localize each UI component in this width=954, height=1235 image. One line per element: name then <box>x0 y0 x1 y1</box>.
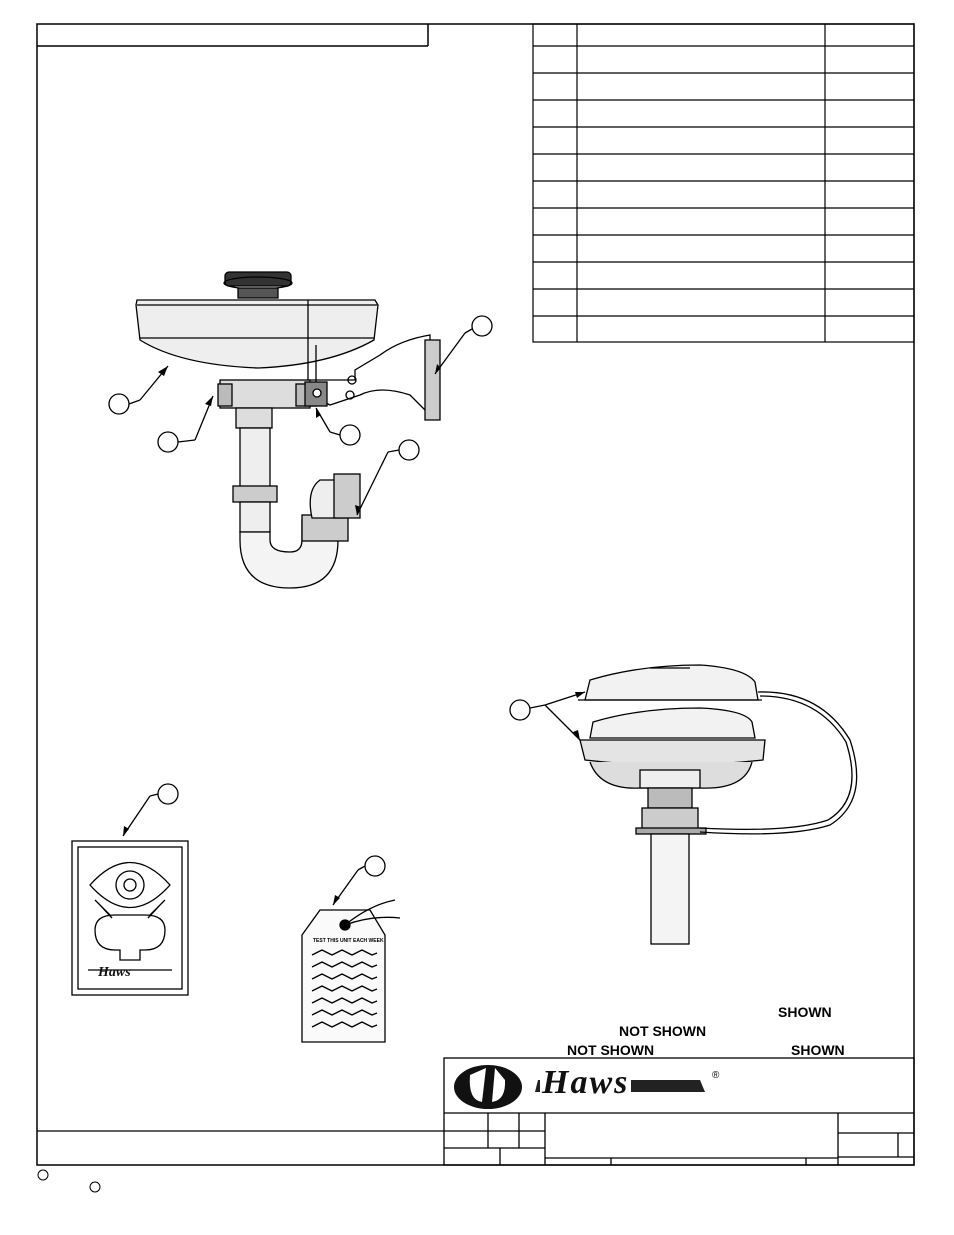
sign-logo-text: Haws <box>98 965 131 980</box>
callouts-assembly <box>108 315 493 516</box>
title-block <box>37 1057 915 1166</box>
callout-balloon <box>108 393 130 415</box>
sheet-border <box>36 23 915 1166</box>
note-shown-1: SHOWN <box>778 1004 832 1020</box>
parts-list-table <box>532 23 915 343</box>
inspection-tag <box>301 855 401 1043</box>
callout-balloon <box>364 855 386 877</box>
tag-heading: TEST THIS UNIT EACH WEEK <box>313 938 384 944</box>
registered-mark: ® <box>712 1070 720 1081</box>
callout-balloon <box>339 424 361 446</box>
callout-balloon <box>157 783 179 805</box>
spray-head-detail <box>509 664 858 945</box>
note-not-shown-2: NOT SHOWN <box>567 1042 655 1058</box>
callout-balloon <box>157 431 179 453</box>
eyewash-sign <box>71 783 189 996</box>
haws-logo-text: Haws <box>540 1064 632 1101</box>
note-shown-2: SHOWN <box>791 1042 845 1058</box>
callout-balloon <box>398 439 420 461</box>
callout-balloon <box>471 315 493 337</box>
callout-balloon <box>509 699 531 721</box>
eyewash-assembly <box>135 271 441 589</box>
note-not-shown-1: NOT SHOWN <box>619 1023 707 1039</box>
